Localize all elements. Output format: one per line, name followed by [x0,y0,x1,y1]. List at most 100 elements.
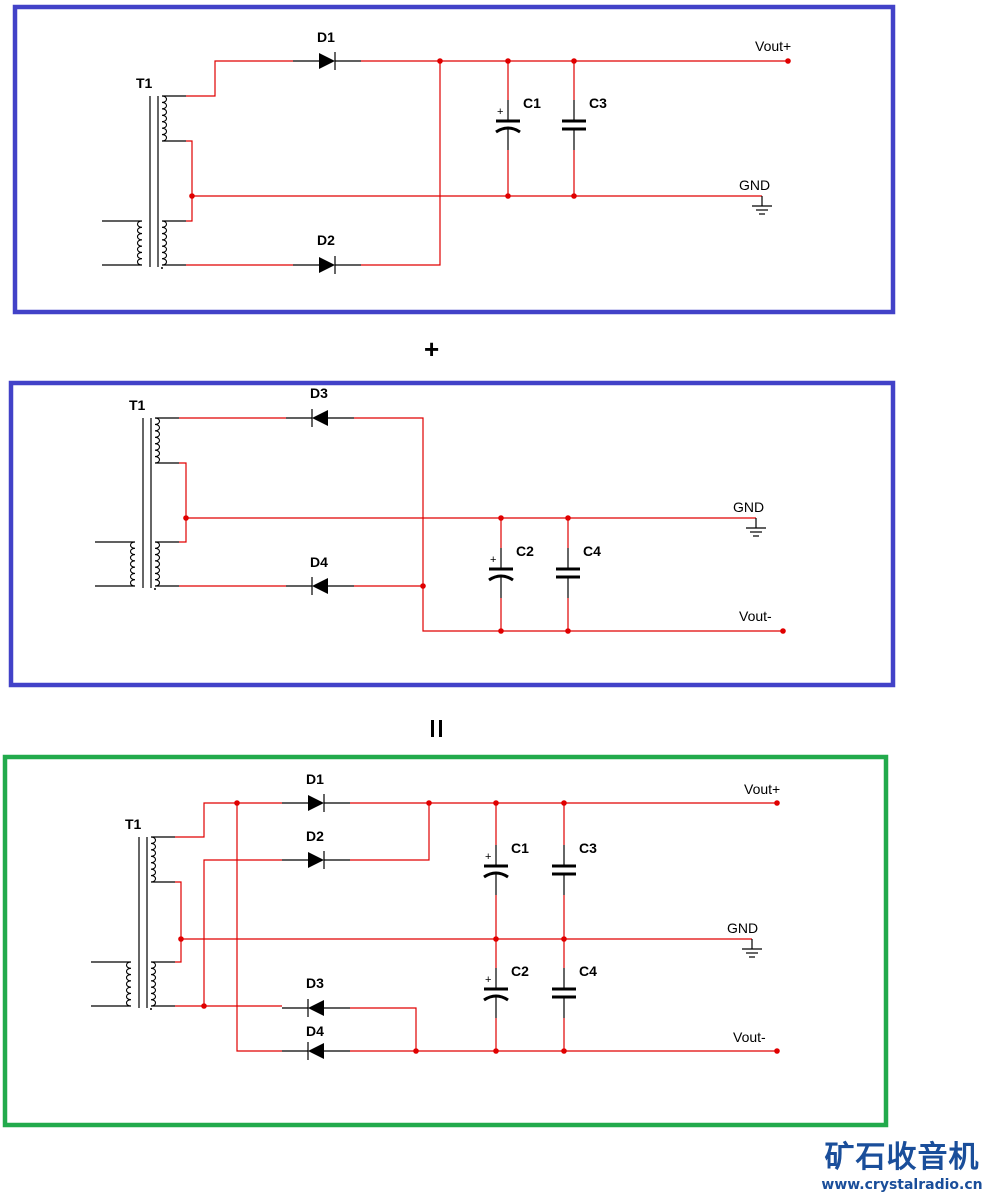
capacitor-curved-plate [488,574,514,582]
diode-symbol [308,852,324,868]
junction-node [565,515,571,521]
junction-node [420,583,426,589]
junction-node [505,193,511,199]
capacitor-label-c2: C2 [511,963,529,979]
diode-symbol [319,257,335,273]
polarity-mark: + [485,974,491,986]
polarity-mark: + [490,554,496,566]
net-label-vout: Vout- [733,1029,766,1045]
operator-plus: + [424,334,439,364]
polarity-mark: + [497,106,503,118]
junction-node [774,1048,780,1054]
capacitor-label-c4: C4 [583,543,601,559]
capacitor-label-c1: C1 [523,95,541,111]
junction-node [234,800,240,806]
wire-t1-d1 [186,60,293,97]
operator-equals [431,720,434,737]
diode-label-d1: D1 [317,29,335,45]
junction-node [498,515,504,521]
wire-d2-out [350,803,430,861]
transformer-label: T1 [129,397,146,413]
junction-node [493,1048,499,1054]
junction-node [493,800,499,806]
diode-label-d2: D2 [317,232,335,248]
watermark-logo: 矿石收音机 www.crystalradio.cn [817,1140,987,1194]
junction-node [426,800,432,806]
capacitor-label-c3: C3 [579,840,597,856]
transformer-winding [136,220,143,266]
transformer-dot [161,267,163,269]
diode-symbol [308,795,324,811]
junction-node [189,193,195,199]
transformer-dot [154,588,156,590]
junction-node [413,1048,419,1054]
wires [175,60,788,1052]
net-label-vout: Vout- [739,608,772,624]
transformer-winding [150,961,157,1007]
diode-symbol [312,578,328,594]
junction-node [571,58,577,64]
wire-center-tap [179,462,187,543]
wire-center-tap [175,881,182,963]
net-label-gnd: GND [733,499,764,515]
transformer-dot [150,1008,152,1010]
capacitor-curved-plate [483,994,509,1002]
junction-node [561,936,567,942]
diode-label-d4: D4 [306,1023,324,1039]
transformer-winding [150,836,157,883]
capacitor-label-c4: C4 [579,963,597,979]
capacitor-label-c2: C2 [516,543,534,559]
net-label-vout: Vout+ [744,781,780,797]
diode-label-d3: D3 [310,385,328,401]
transformer-label: T1 [136,75,153,91]
wire-t1-d4 [236,803,282,1052]
panel-frame-combined [2,754,889,1128]
panel-frames [2,4,896,1128]
junction-node [178,936,184,942]
wire-center-tap [186,140,193,222]
junction-node [437,58,443,64]
transformer-label: T1 [125,816,142,832]
junction-node [493,936,499,942]
diode-symbol [312,410,328,426]
watermark-url: www.crystalradio.cn [821,1177,983,1193]
diode-label-d1: D1 [306,771,324,787]
watermark-name: 矿石收音机 [824,1140,980,1175]
transformer-winding [161,95,168,142]
panel-frame-positive [12,4,896,315]
junction-node [780,628,786,634]
junction-node [774,800,780,806]
junction-node [183,515,189,521]
junction-node [505,58,511,64]
junction-node [498,628,504,634]
net-label-gnd: GND [739,177,770,193]
junction-node [785,58,791,64]
panel-frame-negative [8,380,896,688]
diode-symbol [308,1000,324,1016]
operator-equals [439,720,442,737]
diode-symbol [319,53,335,69]
wire-d2-out [361,61,441,266]
transformer-winding [161,220,168,266]
polarity-mark: + [485,851,491,863]
wire-t1-d2 [203,859,282,1006]
transformer-winding [125,961,132,1007]
wire-vout-minus [354,417,783,632]
net-label-vout: Vout+ [755,38,791,54]
junction-node [571,193,577,199]
capacitor-label-c3: C3 [589,95,607,111]
transformer-winding [129,541,136,587]
diode-label-d4: D4 [310,554,328,570]
wire-t1-d1 [175,802,282,838]
wire-d3-out [350,1007,417,1051]
capacitor-curved-plate [495,126,521,134]
transformer-winding [154,541,161,587]
capacitor-curved-plate [483,871,509,879]
capacitor-label-c1: C1 [511,840,529,856]
diode-label-d2: D2 [306,828,324,844]
diode-label-d3: D3 [306,975,324,991]
junction-node [565,628,571,634]
diode-symbol [308,1043,324,1059]
